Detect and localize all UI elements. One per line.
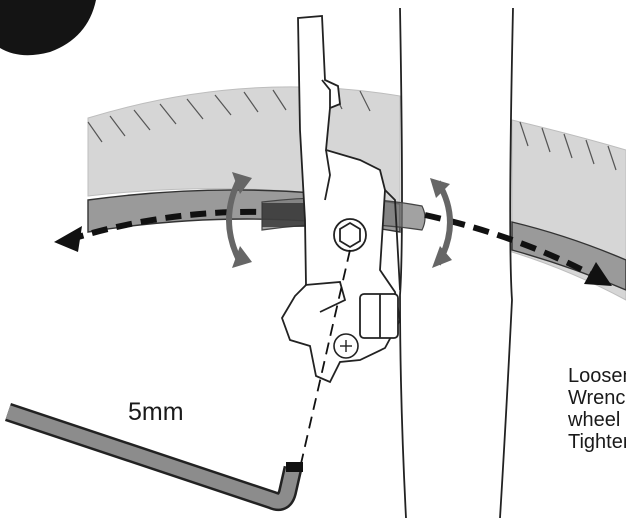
step-number-badge-icon (0, 0, 96, 56)
phillips-screw-icon (333, 333, 359, 359)
instruction-line: Tighten b (568, 431, 626, 453)
rotate-arrow-icon (226, 172, 453, 268)
hex-bolt-icon (333, 218, 367, 252)
instruction-line: Wrench t (568, 387, 626, 409)
instruction-line: Loosen b (568, 365, 626, 387)
hex-wrench-icon (4, 402, 303, 512)
fork-leg (399, 7, 514, 519)
wrench-size-label: 5mm (128, 398, 184, 426)
instruction-text: Loosen b Wrench t wheel rin Tighten b (568, 365, 626, 453)
instruction-line: wheel rin (568, 409, 626, 431)
direction-arrow-icon (54, 208, 612, 286)
brake-arm (281, 15, 401, 384)
